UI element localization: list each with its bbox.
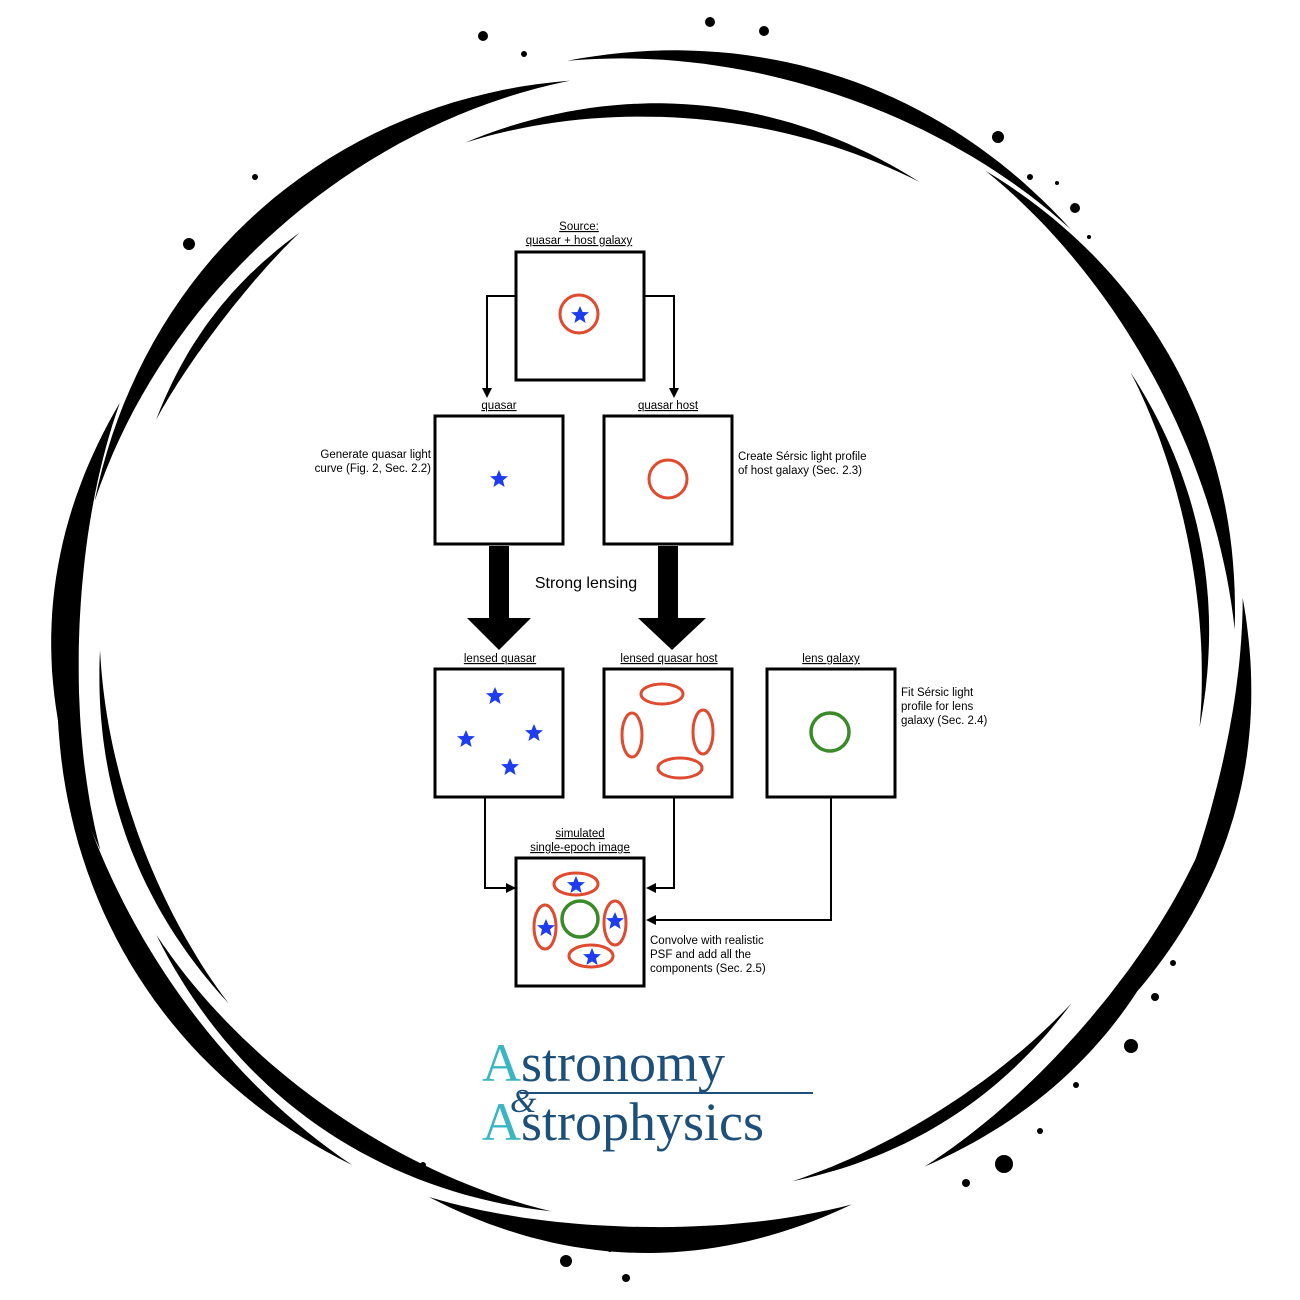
logo-line2-cap: A	[482, 1092, 521, 1152]
decorative-dot	[183, 238, 195, 250]
decorative-dot	[622, 1274, 630, 1282]
decorative-dot	[705, 17, 715, 27]
decorative-dot	[607, 1246, 613, 1252]
brush-stroke	[1130, 372, 1210, 728]
decorative-dot	[1170, 960, 1176, 966]
decorative-dot	[1087, 235, 1091, 239]
brush-stroke	[99, 650, 229, 1004]
decorative-dot	[1151, 993, 1159, 1001]
brush-stroke	[924, 850, 1200, 1167]
logo-line1: Astronomy	[482, 1033, 725, 1093]
quasar-host-title: quasar host	[638, 400, 699, 412]
quasar-title: quasar	[481, 400, 516, 412]
sim-host-arc-icon	[552, 871, 600, 897]
decorative-dot	[992, 131, 1004, 143]
sim-note-line1: Convolve with realistic	[650, 935, 764, 947]
brush-stroke	[94, 80, 570, 502]
quasar-note-line2: curve (Fig. 2, Sec. 2.2)	[315, 463, 431, 475]
decorative-dot	[1073, 1082, 1079, 1088]
sim-title-line1: simulated	[555, 828, 604, 840]
lens-galaxy-box	[765, 667, 897, 799]
logo-line1-rest: stronomy	[521, 1033, 725, 1093]
lens-galaxy-circle-icon	[809, 711, 851, 753]
brush-stroke	[465, 103, 920, 183]
connector-source-to-host	[644, 295, 679, 398]
lensed-host-arc-icon	[656, 756, 704, 780]
decorative-dot	[252, 174, 258, 180]
lens-galaxy-title: lens galaxy	[802, 653, 860, 665]
connector-lens-galaxy-to-sim	[646, 797, 832, 925]
lensed-host-title: lensed quasar host	[620, 653, 718, 665]
decorative-dot	[560, 1255, 572, 1267]
decorative-dot	[1055, 181, 1059, 185]
quasar-host-box	[602, 414, 734, 546]
source-title-line2: quasar + host galaxy	[526, 235, 633, 247]
logo-line2-rest: strophysics	[521, 1092, 764, 1152]
brush-stroke	[567, 50, 1071, 230]
source-title-line1: Source:	[559, 221, 599, 233]
lensed-host-arc-icon	[691, 708, 715, 756]
strong-lensing-arrow-right	[638, 546, 706, 650]
host-galaxy-ellipse-icon	[647, 458, 689, 500]
decorative-dot	[995, 1155, 1013, 1173]
sim-note-line2: PSF and add all the	[650, 949, 751, 961]
lensed-quasar-title: lensed quasar	[464, 653, 536, 665]
strong-lensing-label: Strong lensing	[535, 575, 637, 592]
brush-stroke	[985, 170, 1235, 630]
sim-note-line3: components (Sec. 2.5)	[650, 963, 766, 975]
decorative-dot	[420, 1162, 426, 1168]
lensed-host-arc-icon	[620, 711, 644, 759]
host-galaxy-ellipse-icon	[558, 293, 600, 335]
decorative-ring-frame	[51, 50, 1252, 1253]
lensed-quasar-box	[433, 667, 565, 799]
sim-host-arc-icon	[532, 903, 558, 951]
brush-stroke	[57, 701, 353, 1166]
connector-lensed-host-to-sim	[646, 797, 675, 893]
logo-line2: Astrophysics	[482, 1092, 764, 1152]
sim-host-arc-icon	[602, 899, 628, 947]
brush-stroke	[429, 1197, 852, 1253]
decorative-dots	[183, 17, 1176, 1282]
lens-note-line2: profile for lens	[901, 701, 973, 713]
host-note-line2: of host galaxy (Sec. 2.3)	[738, 465, 862, 477]
brush-stroke	[51, 402, 120, 851]
flow-diagram: Source: quasar + host galaxy quasar Gene…	[315, 221, 987, 988]
logo-line1-cap: A	[482, 1033, 521, 1093]
journal-logo: Astronomy & Astrophysics	[482, 1033, 813, 1152]
lens-note-line3: galaxy (Sec. 2.4)	[901, 715, 987, 727]
decorative-dot	[962, 1179, 970, 1187]
decorative-dot	[759, 26, 769, 36]
brush-stroke	[1137, 598, 1252, 992]
connector-source-to-quasar	[482, 295, 516, 398]
decorative-dot	[1070, 203, 1080, 213]
quasar-note-line1: Generate quasar light	[320, 449, 431, 461]
sim-lens-circle-icon	[560, 899, 600, 939]
decorative-dot	[521, 51, 527, 57]
sim-host-arc-icon	[567, 943, 615, 969]
strong-lensing-arrow-left	[467, 546, 531, 650]
sim-title-line2: single-epoch image	[530, 842, 630, 854]
logo-ampersand: &	[510, 1083, 537, 1120]
connector-lensed-quasar-to-sim	[484, 797, 516, 893]
host-note-line1: Create Sérsic light profile	[738, 451, 866, 463]
decorative-dot	[478, 31, 488, 41]
decorative-dot	[1124, 1039, 1138, 1053]
lensed-host-arc-icon	[639, 682, 685, 706]
decorative-dot	[1027, 174, 1033, 180]
decorative-dot	[1037, 1128, 1043, 1134]
lens-note-line1: Fit Sérsic light	[901, 687, 974, 699]
